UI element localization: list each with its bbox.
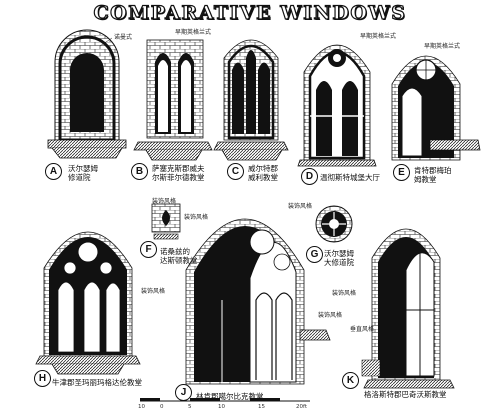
- scale-tick-3: 10: [218, 404, 225, 410]
- window-d: [297, 44, 377, 167]
- window-b: [133, 39, 213, 161]
- window-f: [151, 203, 181, 240]
- figure-letter-g: G: [306, 246, 323, 263]
- window-k: [361, 228, 455, 389]
- figure-letter-e: E: [393, 164, 410, 181]
- caption-b: 萨塞克斯郡威夫尔斯菲尔德教堂: [152, 164, 205, 182]
- window-c: [213, 39, 289, 161]
- figure-letter-c: C: [227, 163, 244, 180]
- window-e: [391, 55, 481, 161]
- figure-letter-d: D: [301, 168, 318, 185]
- scale-bar: [140, 398, 310, 402]
- caption-k: 格洛斯特郡巴奇沃斯教堂: [364, 390, 447, 399]
- note-d: 早期英格兰式: [360, 33, 397, 40]
- caption-c: 威尔特郡威利教堂: [248, 164, 278, 182]
- caption-g: 沃尔瑟姆大修道院: [324, 249, 354, 267]
- note-j2: 装饰风格: [318, 312, 343, 319]
- note-j1: 装饰风格: [332, 290, 357, 297]
- figure-letter-a: A: [45, 163, 62, 180]
- scale-tick-1: 0: [160, 404, 164, 410]
- scale-tick-5: 20ft: [296, 404, 307, 410]
- figure-letter-k: K: [342, 372, 359, 389]
- caption-h: 牛津郡圣玛丽玛格达伦教堂: [52, 378, 142, 387]
- note-f1: 装饰风格: [152, 198, 177, 205]
- window-g: [315, 205, 353, 243]
- window-a: [47, 29, 127, 159]
- note-k: 垂直风格: [350, 326, 375, 333]
- note-a: 诺曼式: [114, 34, 133, 41]
- scale-tick-4: 15: [258, 404, 265, 410]
- caption-f: 诺桑兹的达斯顿教堂: [160, 247, 198, 265]
- scale-tick-2: 5: [188, 404, 192, 410]
- note-g: 装饰风格: [288, 203, 313, 210]
- caption-e: 肯特郡梅珀姆教堂: [414, 166, 452, 184]
- plate-title: COMPARATIVE WINDOWS: [93, 1, 407, 24]
- note-b: 早期英格兰式: [175, 29, 212, 36]
- window-j: [185, 218, 331, 385]
- caption-j: 林肯郡噶尔比克教堂: [196, 392, 264, 401]
- figure-letter-b: B: [131, 163, 148, 180]
- note-f2: 装饰风格: [184, 214, 209, 221]
- figure-letter-h: H: [34, 370, 51, 387]
- window-h: [35, 231, 141, 375]
- scale-tick-0: 10: [138, 404, 145, 410]
- caption-d: 温彻斯特城堡大厅: [320, 173, 380, 182]
- figure-letter-j: J: [175, 384, 192, 401]
- note-e: 早期英格兰式: [424, 43, 461, 50]
- figure-letter-f: F: [140, 241, 157, 258]
- caption-a: 沃尔瑟姆修道院: [68, 164, 98, 182]
- note-h: 装饰风格: [141, 288, 166, 295]
